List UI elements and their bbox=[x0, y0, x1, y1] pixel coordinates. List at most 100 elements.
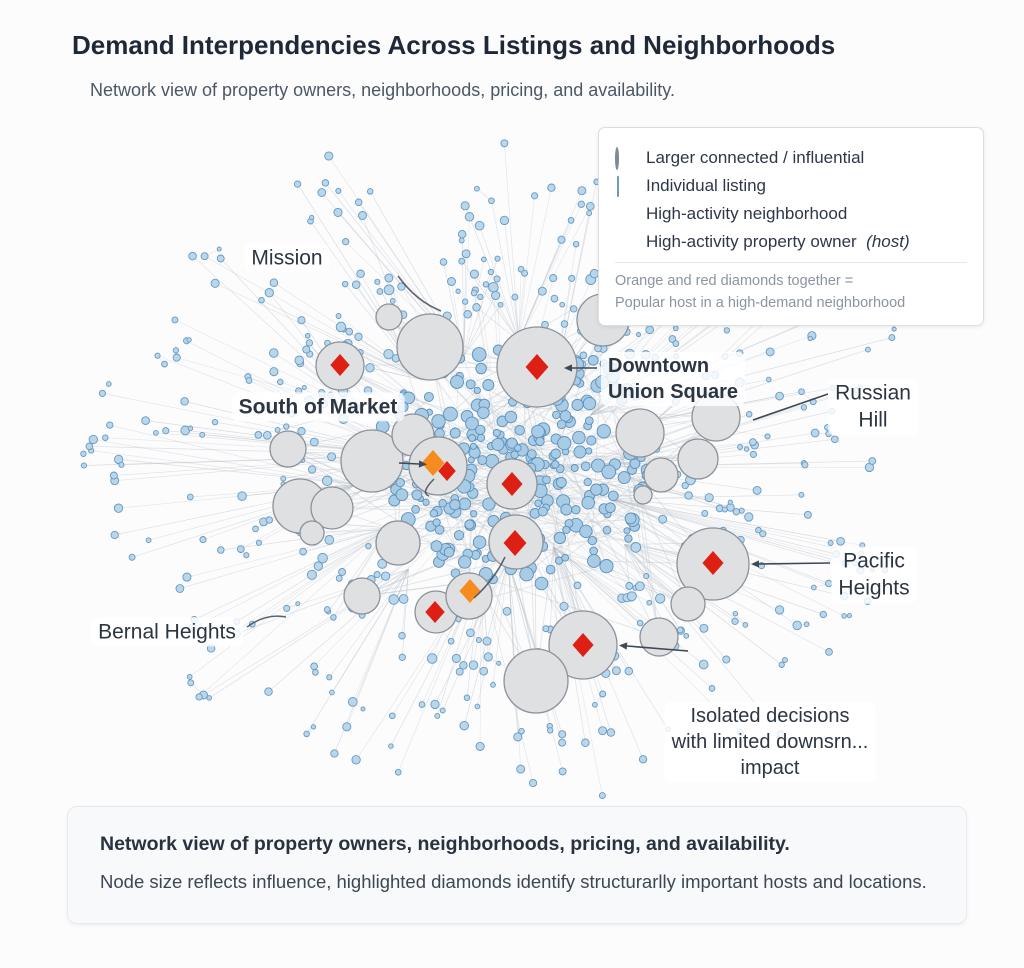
listing-node bbox=[411, 505, 420, 514]
listing-node bbox=[864, 346, 871, 353]
network-edge bbox=[628, 469, 633, 539]
listing-node bbox=[534, 499, 543, 508]
network-edge bbox=[518, 206, 591, 341]
listing-node bbox=[335, 321, 347, 333]
listing-node bbox=[599, 559, 614, 574]
listing-node bbox=[398, 653, 406, 661]
listing-node bbox=[502, 606, 512, 616]
listing-node bbox=[465, 416, 479, 431]
listing-node bbox=[254, 431, 263, 439]
listing-node bbox=[499, 215, 510, 226]
network-edge bbox=[236, 568, 409, 635]
listing-node bbox=[550, 448, 561, 459]
listing-node bbox=[451, 653, 461, 663]
network-edge bbox=[531, 481, 588, 538]
legend-item-listing: Individual listing bbox=[615, 176, 967, 197]
listing-node bbox=[580, 461, 591, 472]
listing-node bbox=[673, 353, 680, 360]
listing-node bbox=[330, 399, 339, 408]
listing-node bbox=[206, 695, 212, 701]
listing-node bbox=[560, 503, 573, 516]
red-diamond-marker bbox=[438, 461, 456, 481]
listing-node bbox=[295, 601, 301, 607]
listing-node bbox=[749, 450, 757, 458]
listing-node bbox=[491, 437, 505, 451]
network-edge bbox=[507, 559, 539, 653]
network-edge bbox=[610, 498, 763, 535]
hub-node bbox=[639, 617, 679, 657]
listing-node bbox=[182, 572, 192, 582]
listing-node bbox=[232, 629, 241, 638]
listing-node bbox=[701, 388, 707, 394]
listing-node bbox=[560, 320, 569, 328]
listing-node bbox=[852, 560, 858, 566]
listing-node bbox=[638, 755, 648, 764]
listing-node bbox=[573, 581, 582, 590]
listing-node bbox=[869, 567, 875, 573]
network-edge bbox=[459, 358, 546, 465]
listing-node bbox=[570, 464, 579, 472]
listing-node bbox=[324, 535, 335, 545]
listing-node bbox=[161, 360, 168, 368]
listing-node bbox=[534, 576, 549, 591]
neighborhood-diamond-icon bbox=[615, 205, 633, 223]
listing-node bbox=[360, 706, 366, 712]
listing-node bbox=[803, 510, 812, 519]
listing-node bbox=[293, 180, 302, 188]
listing-node bbox=[800, 404, 808, 411]
listing-node bbox=[482, 379, 495, 391]
network-edge bbox=[463, 301, 466, 357]
listing-node bbox=[765, 347, 775, 357]
listing-node bbox=[475, 636, 482, 644]
listing-node bbox=[531, 424, 545, 439]
listing-node bbox=[500, 139, 509, 148]
network-edge bbox=[559, 468, 644, 496]
network-edge bbox=[590, 540, 661, 599]
listing-node bbox=[475, 424, 486, 436]
network-edge bbox=[624, 544, 682, 631]
network-edge bbox=[624, 544, 681, 631]
listing-node bbox=[465, 379, 476, 390]
hub-node bbox=[310, 486, 354, 530]
listing-node bbox=[341, 280, 349, 288]
listing-node bbox=[567, 217, 575, 224]
listing-node bbox=[607, 490, 619, 502]
listing-node bbox=[153, 429, 159, 436]
listing-node bbox=[388, 594, 399, 605]
listing-node bbox=[313, 561, 323, 571]
listing-node bbox=[471, 347, 487, 362]
listing-node bbox=[106, 421, 114, 429]
network-edge bbox=[476, 307, 520, 341]
listing-node bbox=[606, 728, 616, 737]
listing-node bbox=[586, 435, 597, 446]
listing-node bbox=[482, 281, 490, 288]
listing-node bbox=[327, 452, 337, 462]
listing-node bbox=[774, 605, 785, 615]
listing-node bbox=[742, 622, 749, 628]
listing-node bbox=[307, 465, 317, 474]
listing-node bbox=[474, 220, 485, 231]
listing-node bbox=[338, 414, 349, 424]
network-edge bbox=[595, 444, 755, 468]
listing-node bbox=[473, 386, 481, 395]
listing-node bbox=[708, 685, 716, 692]
network-edge bbox=[518, 187, 552, 341]
listing-node bbox=[624, 348, 635, 360]
legend-label: High-activity property owner (host) bbox=[646, 232, 910, 251]
listing-node bbox=[206, 644, 216, 653]
listing-node bbox=[113, 503, 124, 513]
listing-node bbox=[557, 235, 566, 244]
listing-node bbox=[186, 674, 193, 680]
listing-node bbox=[449, 499, 461, 511]
network-edge bbox=[518, 269, 522, 341]
listing-node bbox=[333, 207, 343, 217]
listing-node bbox=[584, 416, 594, 426]
network-edge bbox=[471, 432, 641, 461]
listing-node bbox=[671, 397, 680, 406]
listing-node bbox=[550, 294, 559, 303]
listing-node bbox=[836, 536, 845, 546]
listing-node bbox=[846, 613, 852, 619]
listing-node bbox=[531, 192, 539, 200]
listing-node bbox=[190, 615, 198, 624]
listing-node bbox=[449, 427, 461, 439]
